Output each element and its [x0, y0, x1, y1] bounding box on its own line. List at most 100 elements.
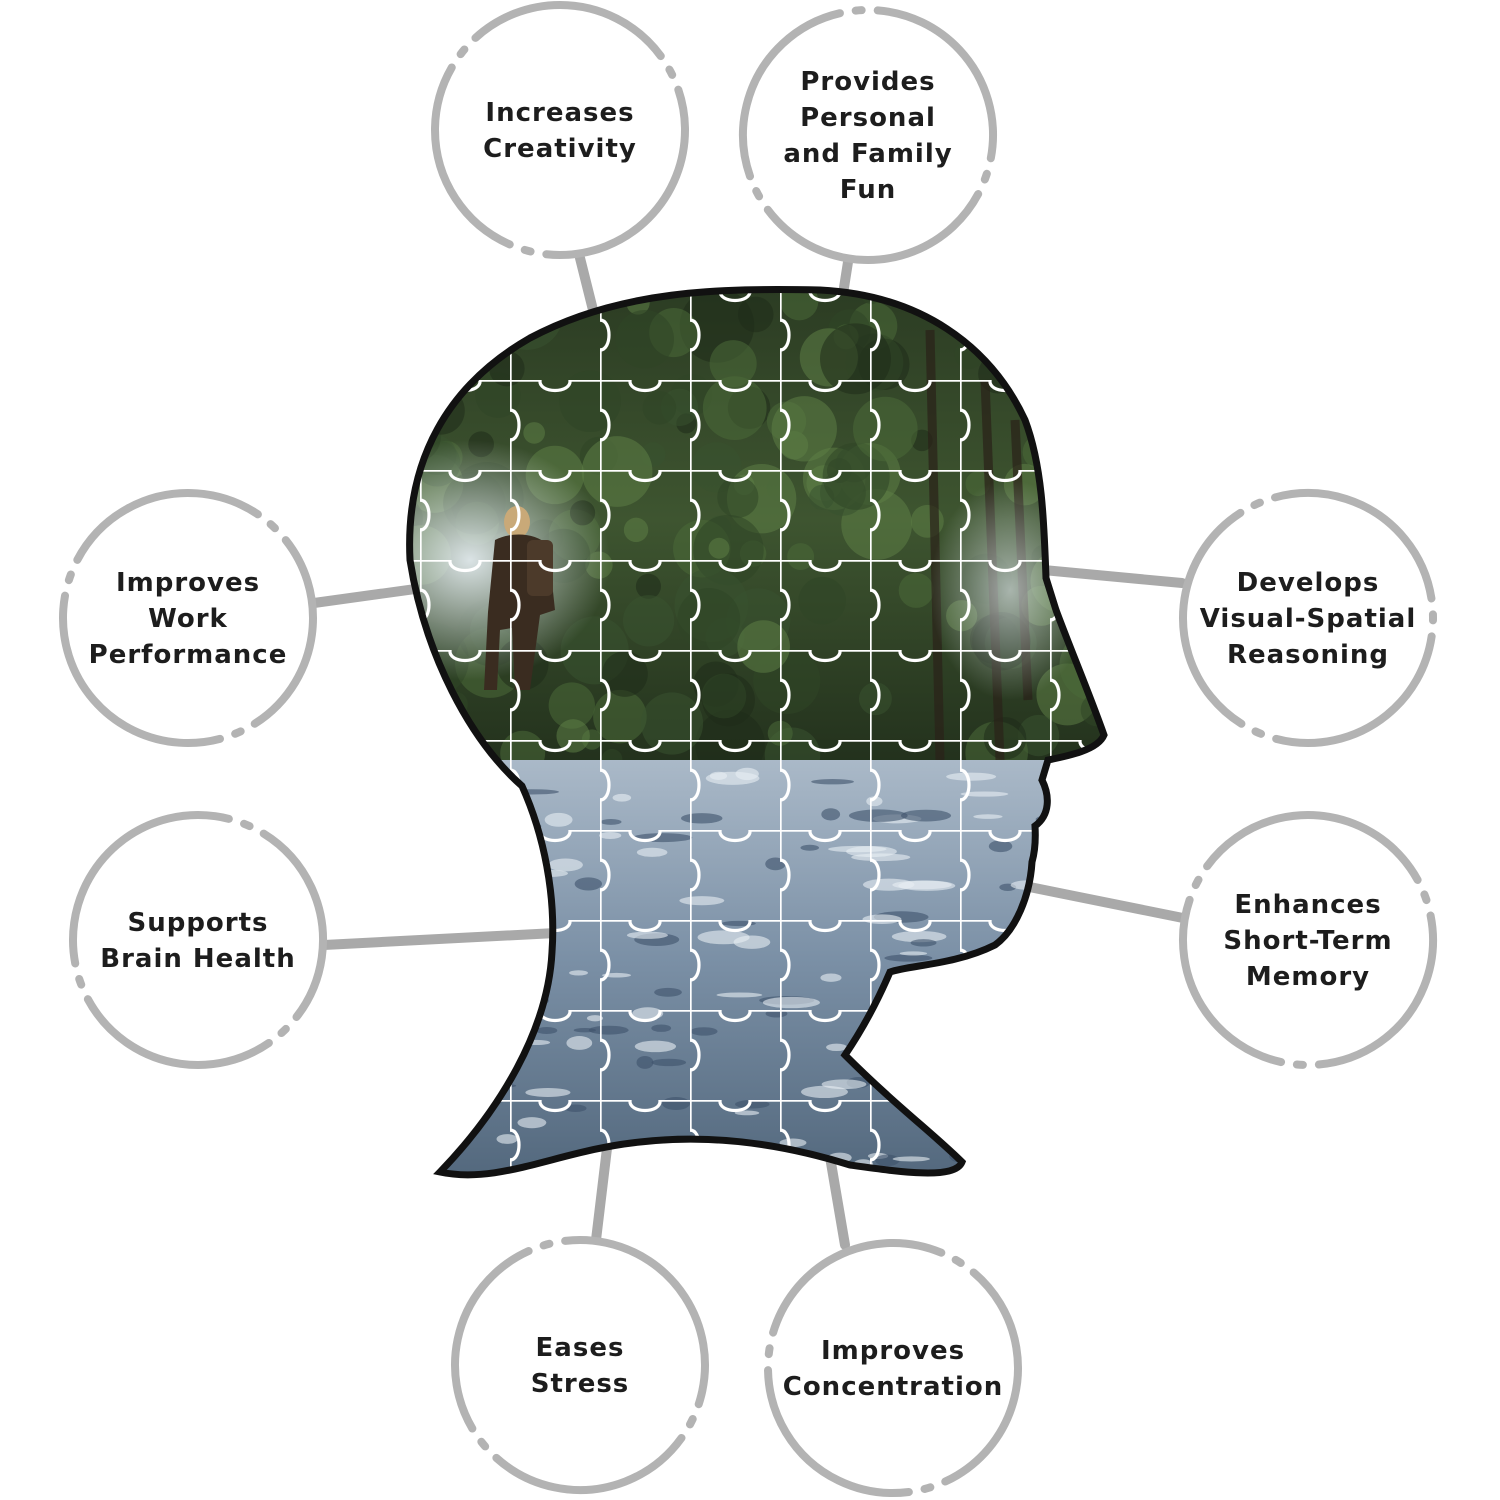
- water-ripple: [931, 967, 970, 972]
- water-ripple: [1094, 766, 1104, 778]
- water-ripple: [762, 1176, 791, 1181]
- foliage-blob: [509, 295, 534, 320]
- water-ripple: [1050, 835, 1075, 845]
- foliage-blob: [1079, 520, 1102, 543]
- benefit-label-line: Concentration: [783, 1372, 1004, 1402]
- water-ripple: [489, 834, 511, 843]
- water-ripple: [1027, 992, 1081, 999]
- water-ripple: [1044, 777, 1098, 792]
- benefit-label-line: Reasoning: [1227, 640, 1389, 670]
- water-ripple: [986, 973, 1009, 987]
- water-ripple: [900, 1013, 920, 1021]
- water-ripple: [921, 1079, 948, 1085]
- water-ripple: [1011, 1109, 1045, 1122]
- water-ripple: [1084, 944, 1104, 955]
- foliage-blob: [465, 289, 528, 327]
- water-ripple: [487, 1021, 530, 1027]
- benefit-circle-ring: [451, 1236, 709, 1494]
- water-ripple: [758, 1181, 775, 1190]
- foliage-blob: [1065, 289, 1103, 310]
- water-ripple: [871, 1030, 918, 1038]
- benefit-circle-ring: [59, 489, 317, 747]
- benefit-label-line: Improves: [821, 1336, 965, 1366]
- head-silhouette: [330, 258, 1143, 1200]
- water-ripple: [1009, 1106, 1029, 1111]
- water-ripple: [442, 1093, 500, 1102]
- water-ripple: [1043, 1101, 1063, 1111]
- benefit-label-line: Increases: [485, 98, 634, 128]
- benefit-label-line: Stress: [531, 1369, 630, 1399]
- foliage-blob: [1048, 397, 1104, 468]
- benefit-label-line: Visual-Spatial: [1200, 604, 1417, 634]
- connector-supports-brain-health: [319, 927, 580, 950]
- benefit-label-line: Short-Term: [1223, 926, 1392, 956]
- water-ripple: [1023, 948, 1043, 954]
- water-ripple: [1006, 949, 1040, 954]
- water-ripple: [514, 843, 543, 857]
- water-ripple: [1019, 942, 1037, 955]
- water-ripple: [996, 965, 1049, 976]
- water-ripple: [964, 1073, 982, 1085]
- benefit-label-line: Work: [148, 604, 228, 634]
- water-ripple: [409, 861, 451, 866]
- benefit-label-line: Develops: [1237, 568, 1380, 598]
- head-photo-fill: [409, 289, 1104, 1191]
- water-ripple: [712, 1180, 735, 1191]
- water-ripple: [1055, 1085, 1090, 1096]
- benefit-circle-ring: [431, 1, 689, 259]
- benefit-circle-fill: [768, 1243, 1018, 1493]
- water-ripple: [986, 1137, 1039, 1150]
- water-ripple: [469, 839, 521, 853]
- benefit-circle-fill: [743, 10, 993, 260]
- benefit-circle-fill: [1183, 493, 1433, 743]
- water-ripple: [1063, 830, 1093, 837]
- water-ripple: [585, 1166, 635, 1172]
- benefit-circle-fill: [73, 815, 323, 1065]
- water-ripple: [941, 1015, 964, 1023]
- water-ripple: [463, 770, 487, 783]
- benefit-label-line: Improves: [116, 568, 260, 598]
- foliage-blob: [409, 332, 448, 393]
- foliage-blob: [438, 353, 464, 379]
- water-ripple: [622, 1153, 656, 1168]
- connector-lines: [309, 253, 1188, 1250]
- water-ripple: [617, 1151, 643, 1159]
- water-ripple: [454, 818, 501, 832]
- benefit-circle-ring: [1179, 811, 1437, 1069]
- benefit-circle-fill: [63, 493, 313, 743]
- water-ripple: [991, 978, 1043, 987]
- benefit-circle-ring: [739, 6, 997, 264]
- foliage-blob: [486, 289, 554, 325]
- water-ripple: [1012, 1048, 1061, 1063]
- benefit-circle-ring: [68, 811, 327, 1069]
- water-ripple: [1078, 768, 1104, 778]
- benefit-label-line: Memory: [1246, 962, 1370, 992]
- water-ripple: [1034, 1063, 1094, 1074]
- water-ripple: [409, 779, 452, 786]
- water-ripple: [409, 780, 457, 790]
- benefit-label-line: Creativity: [483, 134, 637, 164]
- foliage-blob: [444, 343, 473, 372]
- puzzle-piece-lines: [409, 289, 1104, 1175]
- connector-eases-stress: [591, 1135, 613, 1245]
- benefit-circle-ring: [764, 1239, 1022, 1497]
- benefit-label-line: Fun: [840, 175, 897, 205]
- water-ripple: [900, 1028, 927, 1041]
- foliage-blob: [1065, 420, 1104, 465]
- water-ripple: [483, 868, 523, 876]
- water-ripple: [996, 988, 1036, 995]
- water-ripple: [1029, 996, 1069, 1009]
- benefit-label-line: Brain Health: [100, 944, 295, 974]
- benefit-label-line: Enhances: [1234, 890, 1381, 920]
- water-ripple: [484, 965, 530, 975]
- benefit-label-line: Supports: [127, 908, 268, 938]
- water-ripple: [1074, 807, 1104, 821]
- benefit-label-line: Performance: [89, 640, 288, 670]
